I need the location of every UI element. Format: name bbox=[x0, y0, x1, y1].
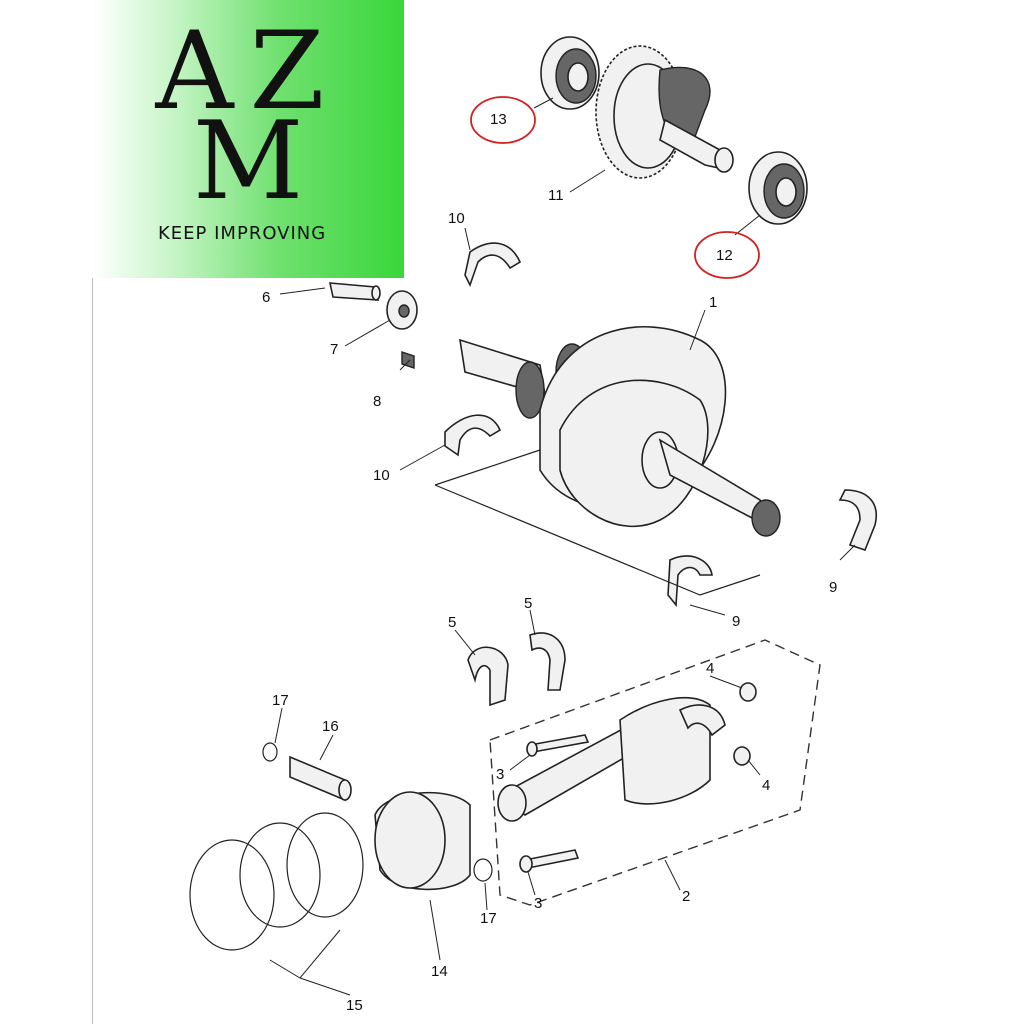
bearing-shell-5-right bbox=[529, 632, 566, 691]
piston-pin-16 bbox=[289, 755, 352, 802]
bolt-3-top bbox=[526, 734, 590, 757]
label-8: 8 bbox=[373, 393, 381, 410]
circlip-17-bottom bbox=[473, 858, 493, 882]
label-15: 15 bbox=[346, 997, 363, 1014]
logo-tagline: KEEP IMPROVING bbox=[158, 223, 327, 244]
label-4-top: 4 bbox=[706, 660, 714, 677]
nut-4-bottom bbox=[733, 746, 751, 766]
logo-text-line1: AZ bbox=[155, 9, 341, 134]
bearing-shell-10-top bbox=[464, 242, 522, 288]
highlight-circle-13 bbox=[470, 96, 536, 144]
label-17-bottom: 17 bbox=[480, 910, 497, 927]
label-12: 12 bbox=[716, 247, 733, 264]
label-7: 7 bbox=[330, 341, 338, 358]
balancer-gear-11 bbox=[595, 45, 734, 179]
label-6: 6 bbox=[262, 289, 270, 306]
logo-text-line2: M bbox=[192, 99, 304, 224]
label-11: 11 bbox=[548, 187, 564, 204]
leader-lines bbox=[269, 97, 856, 996]
label-14: 14 bbox=[431, 963, 448, 980]
label-3-bottom: 3 bbox=[534, 895, 542, 912]
bearing-shell-9-right bbox=[838, 489, 877, 551]
label-10-bottom: 10 bbox=[373, 467, 390, 484]
connecting-rod bbox=[497, 697, 726, 822]
label-9-right: 9 bbox=[829, 579, 837, 596]
circlip-17-top bbox=[262, 742, 278, 762]
bearing-13 bbox=[540, 36, 600, 110]
label-2: 2 bbox=[682, 888, 690, 905]
conrod-assembly-box bbox=[489, 639, 821, 906]
label-4-bottom: 4 bbox=[762, 777, 770, 794]
bearing-shell-10-bottom bbox=[444, 414, 502, 457]
bearing-shell-5-left bbox=[467, 646, 509, 707]
nut-4-top bbox=[739, 682, 757, 702]
bolt-3-bottom bbox=[519, 849, 580, 873]
page-border bbox=[92, 278, 93, 1024]
bearing-12 bbox=[748, 151, 808, 225]
label-16: 16 bbox=[322, 718, 339, 735]
label-9-left: 9 bbox=[732, 613, 740, 630]
bearing-shell-9-left bbox=[667, 555, 713, 608]
crankshaft-1 bbox=[459, 326, 781, 537]
label-10-top: 10 bbox=[448, 210, 465, 227]
label-5-left: 5 bbox=[448, 614, 456, 631]
assembly-guide-lines bbox=[434, 449, 761, 596]
label-1: 1 bbox=[709, 294, 717, 311]
piston-rings-15 bbox=[189, 812, 364, 951]
pin-6 bbox=[328, 282, 381, 301]
label-17-top: 17 bbox=[272, 692, 289, 709]
key-8 bbox=[401, 351, 415, 369]
brand-logo: AZ M KEEP IMPROVING bbox=[92, 0, 404, 278]
highlight-circle-12 bbox=[694, 231, 760, 279]
piston-14 bbox=[374, 791, 471, 891]
label-5-right: 5 bbox=[524, 595, 532, 612]
label-13: 13 bbox=[490, 111, 507, 128]
label-3-top: 3 bbox=[496, 766, 504, 783]
washer-7 bbox=[386, 290, 418, 330]
